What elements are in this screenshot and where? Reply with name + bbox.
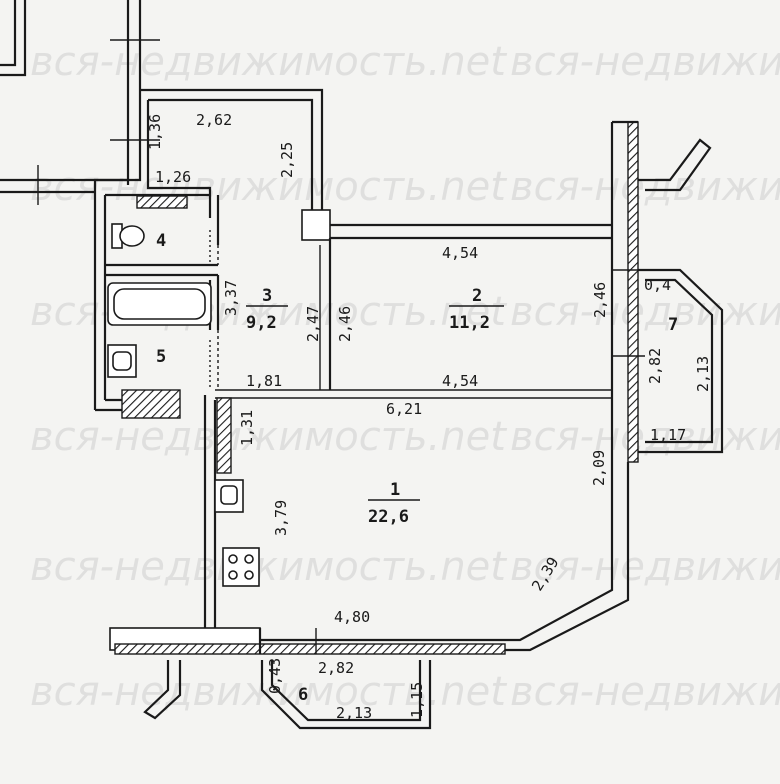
dim-1-26: 1,26	[155, 168, 191, 186]
dim-2-62: 2,62	[196, 111, 232, 129]
stove-icon	[222, 547, 260, 587]
vent-shaft	[216, 397, 232, 474]
dim-1-36: 1,36	[146, 114, 164, 150]
dim-0-4: 0,4	[644, 276, 671, 294]
dim-0-43: 0,43	[266, 658, 284, 694]
balcony-7	[612, 138, 724, 454]
exterior-wall-bottom	[109, 627, 506, 655]
dim-1-17: 1,17	[650, 426, 686, 444]
dim-2-47: 2,47	[304, 306, 322, 342]
dim-3-79: 3,79	[272, 500, 290, 536]
watermark-text: вся-недвижимость.net	[510, 39, 780, 85]
room-3-area: 9,2	[246, 313, 277, 333]
room-1-area: 22,6	[368, 507, 409, 527]
dim-2-46-right: 2,46	[591, 282, 609, 318]
dim-2-46-mid: 2,46	[336, 306, 354, 342]
room-7-number: 7	[668, 315, 678, 335]
dim-6-21: 6,21	[386, 400, 422, 418]
room-5-number: 5	[156, 347, 166, 367]
watermark-text: вся-недвижимость.net	[30, 669, 507, 715]
sink-icon	[107, 344, 137, 378]
toilet-icon	[111, 223, 145, 249]
room-2-area: 11,2	[449, 313, 490, 333]
dim-1-15: 1,15	[408, 682, 426, 718]
room-4-number: 4	[156, 231, 166, 251]
bathtub-icon	[107, 282, 212, 326]
room-1-number: 1	[390, 480, 400, 500]
room-2-number: 2	[472, 286, 482, 306]
watermark-text: вся-недвижимость.net	[510, 544, 780, 590]
column-block	[301, 209, 331, 241]
watermark-text: вся-недвижимость.net	[510, 289, 780, 335]
hall-walls	[93, 88, 331, 410]
watermark-text: вся-недвижимость.net	[30, 164, 507, 210]
room-2-walls	[215, 223, 612, 399]
dim-2-13-balcony7: 2,13	[694, 356, 712, 392]
watermark-text: вся-недвижимость.net	[30, 414, 507, 460]
watermark-text: вся-недвижимость.net	[510, 669, 780, 715]
dim-2-13-balcony6: 2,13	[336, 704, 372, 722]
dim-2-82-balcony7: 2,82	[646, 348, 664, 384]
vent-shaft	[136, 195, 188, 209]
dim-3-37: 3,37	[222, 280, 240, 316]
kitchen-walls	[203, 395, 260, 628]
watermark-text: вся-недвижимость.net	[510, 164, 780, 210]
watermark-text: вся-недвижимость.net	[30, 544, 507, 590]
dim-2-09: 2,09	[590, 450, 608, 486]
dim-1-81: 1,81	[246, 372, 282, 390]
dim-2-82-balcony6: 2,82	[318, 659, 354, 677]
dim-4-54-top: 4,54	[442, 244, 478, 262]
room-3-number: 3	[262, 286, 272, 306]
room-labels: 1 22,6 2 11,2 3 9,2 4 5 6 7	[156, 231, 678, 705]
balcony-6	[143, 660, 432, 730]
vent-shaft	[121, 389, 181, 419]
exterior-wall-right	[260, 120, 639, 652]
dim-2-25: 2,25	[278, 142, 296, 178]
dim-1-31: 1,31	[238, 410, 256, 446]
room-6-number: 6	[298, 685, 308, 705]
watermark-text: вся-недвижимость.net	[30, 39, 507, 85]
dim-4-80: 4,80	[334, 608, 370, 626]
dim-4-54-bottom: 4,54	[442, 372, 478, 390]
